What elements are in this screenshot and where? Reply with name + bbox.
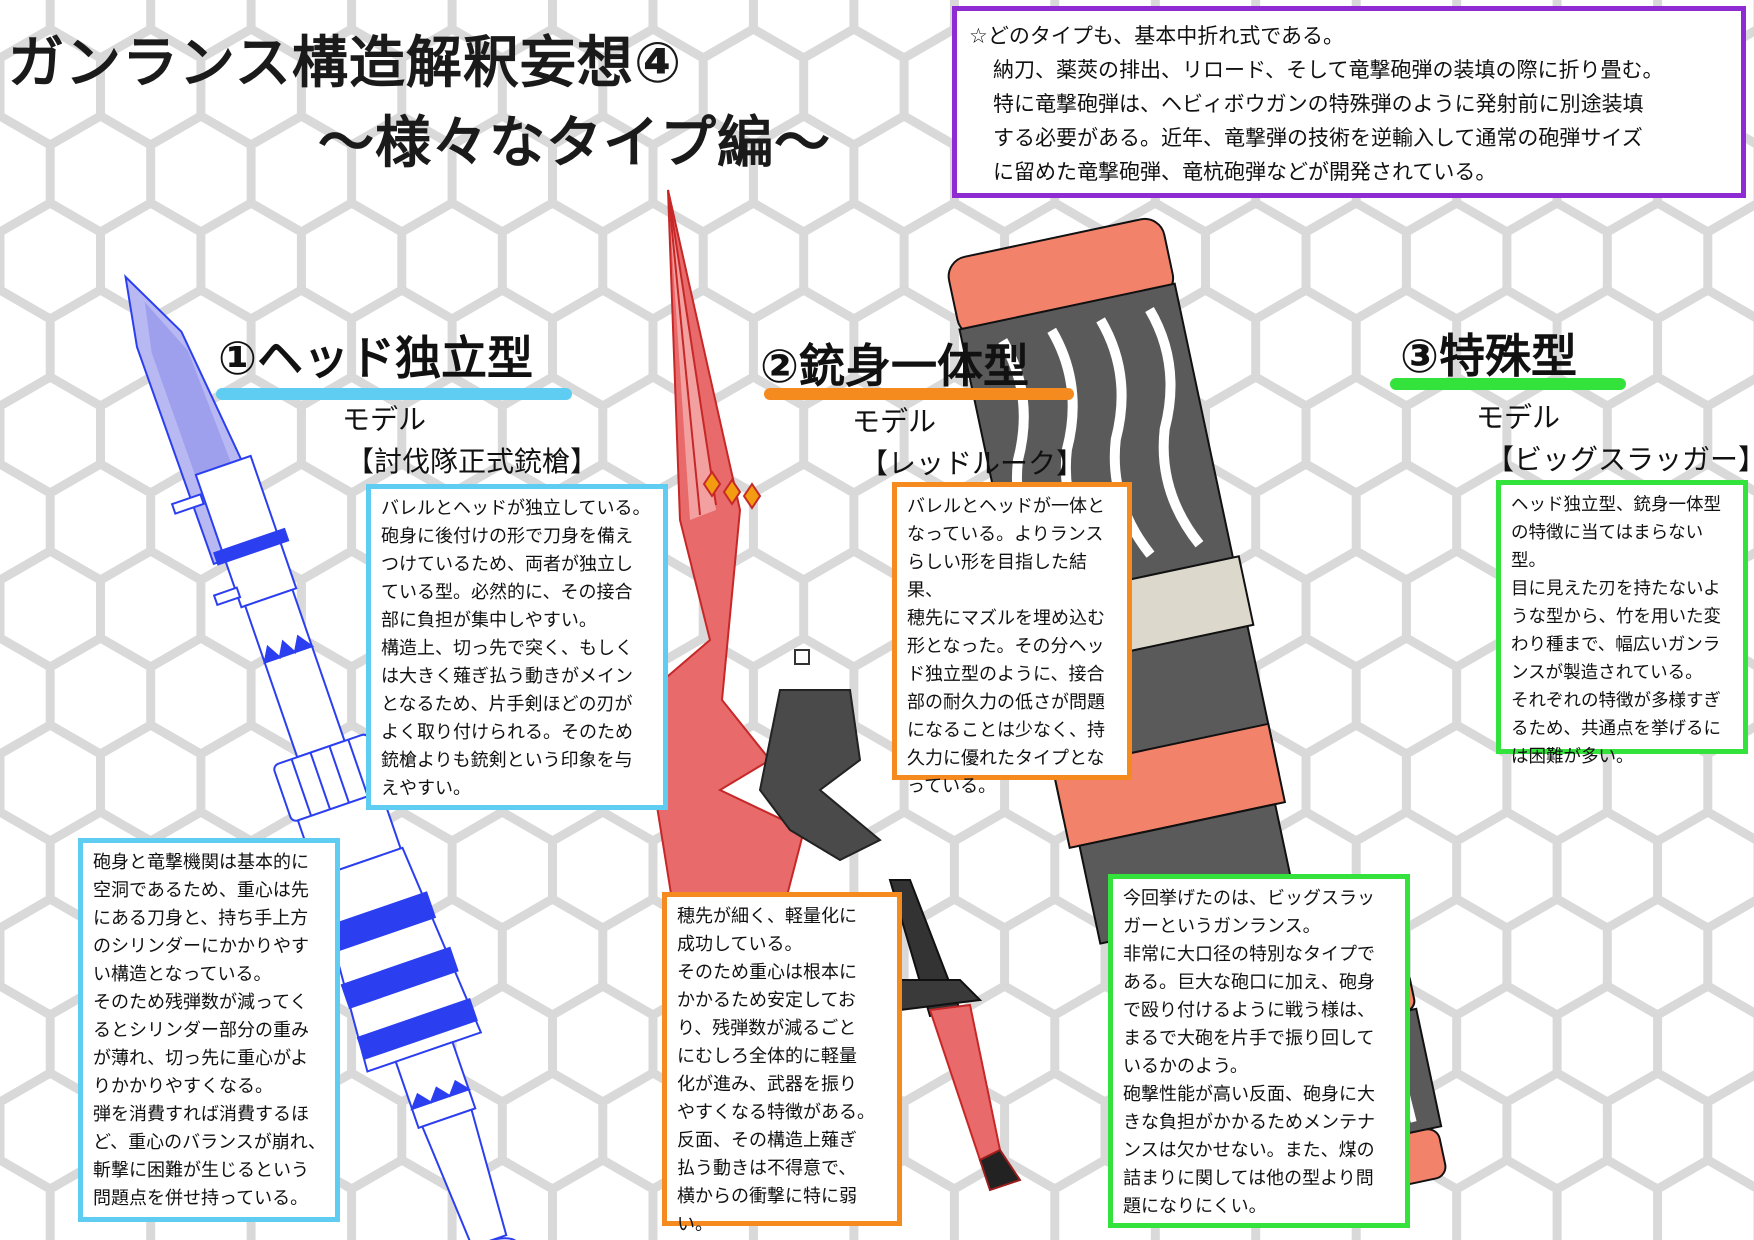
detail-line: まるで大砲を片手で振り回して — [1123, 1028, 1375, 1049]
note-line: 納刀、薬莢の排出、リロード、そして竜撃砲弾の装填の際に折り畳む。 — [993, 58, 1664, 82]
desc-line: らしい形を目指した結果、 — [907, 552, 1087, 601]
detail-line: で殴り付けるように戦う様は、 — [1123, 1000, 1375, 1021]
type3-underline — [1390, 378, 1626, 390]
detail-line: 問題点を併せ持っている。 — [93, 1188, 309, 1209]
type1-underline — [216, 388, 572, 400]
detail-line: り、残弾数が減るごと — [677, 1018, 857, 1039]
desc-line: 穂先にマズルを埋め込む — [907, 608, 1105, 629]
barrel-integrated-gunlance-drawing — [638, 189, 1022, 1192]
desc-line: それぞれの特徴が多様すぎ — [1511, 691, 1721, 711]
type2-underline — [764, 388, 1074, 400]
desc-line: は困難が多い。 — [1511, 747, 1634, 767]
detail-line: 払う動きは不得意で、 — [677, 1158, 857, 1179]
desc-line: ド独立型のように、接合 — [907, 664, 1105, 685]
page-title: ガンランス構造解釈妄想④ — [8, 31, 683, 96]
desc-line: ンスが製造されている。 — [1511, 663, 1703, 683]
detail-line: 反面、その構造上薙ぎ — [677, 1130, 857, 1151]
type3-detail-box: 今回挙げたのは、ビッグスラッ ガーというガンランス。 非常に大口径の特別なタイプ… — [1108, 874, 1410, 1228]
detail-line: にむしろ全体的に軽量 — [677, 1046, 857, 1067]
detail-line: そのため残弾数が減ってく — [93, 992, 308, 1013]
detail-line: りかかりやすくなる。 — [93, 1076, 273, 1097]
desc-line: バレルとヘッドが一体と — [907, 496, 1105, 517]
desc-line: バレルとヘッドが独立している。 — [381, 498, 651, 519]
desc-line: は大きく薙ぎ払う動きがメイン — [381, 666, 633, 687]
note-line: に留めた竜撃砲弾、竜杭砲弾などが開発されている。 — [993, 160, 1497, 184]
detail-line: 弾を消費すれば消費するほ — [93, 1104, 309, 1125]
detail-line: のシリンダーにかかりやす — [93, 936, 309, 957]
detail-line: ガーというガンランス。 — [1123, 916, 1321, 937]
detail-line: 砲身と竜撃機関は基本的に — [93, 852, 309, 873]
head-independent-gunlance-drawing — [124, 274, 520, 1240]
type3-description-box: ヘッド独立型、銃身一体型 の特徴に当てはまらない型。 目に見えた刃を持たないよ … — [1496, 480, 1748, 767]
desc-line: よく取り付けられる。そのため — [381, 722, 633, 743]
detail-line: ある。巨大な砲口に加え、砲身 — [1123, 972, 1375, 993]
type2-model-label: モデル — [852, 405, 937, 438]
detail-line: やすくなる特徴がある。 — [677, 1102, 875, 1123]
type3-model-name: 【ビッグスラッガー】 — [1486, 443, 1754, 476]
detail-line: るとシリンダー部分の重み — [93, 1020, 309, 1041]
detail-line: 非常に大口径の特別なタイプで — [1123, 944, 1375, 965]
type1-detail-box: 砲身と竜撃機関は基本的に 空洞であるため、重心は先 にある刀身と、持ち手上方 の… — [78, 838, 340, 1222]
desc-line: なっている。よりランス — [907, 524, 1104, 545]
detail-line: 題になりにくい。 — [1123, 1196, 1267, 1217]
type1-model-name: 【討伐隊正式銃槍】 — [346, 445, 599, 478]
desc-line: っている。 — [907, 776, 997, 797]
desc-line: 砲身に後付けの形で刀身を備え — [381, 526, 633, 547]
desc-line: の特徴に当てはまらない型。 — [1511, 523, 1704, 571]
detail-line: 今回挙げたのは、ビッグスラッ — [1123, 888, 1375, 909]
detail-line: きな負担がかかるためメンテナ — [1123, 1112, 1375, 1133]
desc-line: 部の耐久力の低さが問題 — [907, 692, 1105, 713]
desc-line: になることは少なく、持 — [907, 720, 1105, 741]
desc-line: うな型から、竹を用いた変 — [1511, 607, 1721, 627]
detail-line: 成功している。 — [677, 934, 803, 955]
desc-line: 目に見えた刃を持たないよ — [1511, 579, 1721, 599]
page-subtitle: ～様々なタイプ編～ — [318, 111, 831, 176]
desc-line: えやすい。 — [381, 778, 471, 799]
desc-line: るため、共通点を挙げるに — [1511, 719, 1721, 739]
desc-line: となるため、片手剣ほどの刃が — [381, 694, 633, 715]
detail-line: 穂先が細く、軽量化に — [677, 906, 857, 927]
detail-line: 化が進み、武器を振り — [677, 1074, 857, 1095]
desc-line: 部に負担が集中しやすい。 — [381, 610, 597, 631]
type1-model-label: モデル — [342, 403, 427, 436]
detail-line: ンスは欠かせない。また、煤の — [1123, 1140, 1375, 1161]
detail-line: 砲撃性能が高い反面、砲身に大 — [1123, 1084, 1375, 1105]
desc-line: 銃槍よりも銃剣という印象を与 — [381, 750, 633, 771]
type2-heading: ②銃身一体型 — [760, 339, 1029, 393]
detail-line: ど、重心のバランスが崩れ、 — [93, 1132, 326, 1153]
detail-line: が薄れ、切っ先に重心がよ — [93, 1048, 309, 1069]
desc-line: ている型。必然的に、その接合 — [381, 582, 633, 603]
detail-line: い構造となっている。 — [93, 964, 272, 985]
desc-line: わり種まで、幅広いガンラ — [1511, 635, 1721, 655]
detail-line: 斬撃に困難が生じるという — [93, 1160, 309, 1181]
detail-line: いるかのよう。 — [1123, 1056, 1248, 1077]
desc-line: 形となった。その分ヘッ — [907, 636, 1105, 657]
type1-heading: ①ヘッド独立型 — [218, 331, 533, 385]
overview-note-box: ☆どのタイプも、基本中折れ式である。 納刀、薬莢の排出、リロード、そして竜撃砲弾… — [952, 6, 1746, 198]
detail-line: 空洞であるため、重心は先 — [93, 880, 309, 901]
desc-line: つけているため、両者が独立し — [381, 554, 633, 575]
note-line: する必要がある。近年、竜撃弾の技術を逆輸入して通常の砲弾サイズ — [993, 126, 1643, 150]
type3-model-label: モデル — [1476, 401, 1561, 434]
desc-line: 久力に優れたタイプとな — [907, 748, 1105, 769]
type2-model-name: 【レッドルーク】 — [860, 447, 1085, 480]
type2-description-box: バレルとヘッドが一体と なっている。よりランス らしい形を目指した結果、 穂先に… — [892, 482, 1132, 797]
note-line: ☆どのタイプも、基本中折れ式である。 — [969, 24, 1344, 48]
note-line: 特に竜撃砲弾は、ヘビィボウガンの特殊弾のように発射前に別途装填 — [993, 92, 1644, 116]
detail-line: 横からの衝撃に特に弱い。 — [677, 1186, 857, 1235]
type1-description-box: バレルとヘッドが独立している。 砲身に後付けの形で刀身を備え つけているため、両… — [366, 484, 668, 810]
type3-heading: ③特殊型 — [1400, 329, 1577, 383]
detail-line: にある刀身と、持ち手上方 — [93, 908, 309, 929]
detail-line: かかるため安定してお — [677, 990, 856, 1011]
desc-line: 構造上、切っ先で突く、もしく — [381, 638, 633, 659]
type2-detail-box: 穂先が細く、軽量化に 成功している。 そのため重心は根本に かかるため安定してお… — [662, 892, 902, 1235]
detail-line: そのため重心は根本に — [677, 962, 857, 983]
desc-line: ヘッド独立型、銃身一体型 — [1511, 495, 1721, 515]
detail-line: 詰まりに関しては他の型より問 — [1123, 1168, 1374, 1189]
